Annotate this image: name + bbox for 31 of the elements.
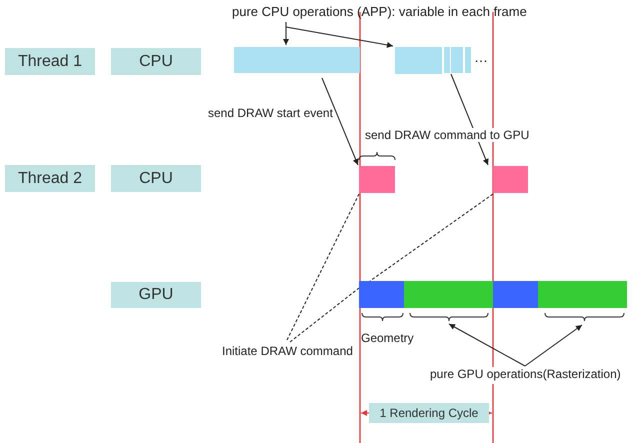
cpu-task-bar — [234, 47, 360, 73]
arrow — [524, 324, 582, 366]
annotation-text: Geometry — [361, 331, 414, 345]
annotation-text: pure GPU operations(Rasterization) — [430, 367, 621, 384]
geometry-bar — [359, 281, 404, 308]
draw-command-bar — [493, 166, 528, 193]
processor-label: CPU — [111, 48, 201, 75]
leader-line — [370, 194, 494, 282]
caption-text: pure CPU operations (APP): variable in each frame — [232, 4, 542, 22]
thread-label: Thread 2 — [5, 165, 95, 192]
arrow — [286, 26, 394, 48]
cpu-task-bar — [444, 47, 450, 73]
draw-command-bar — [359, 166, 395, 193]
leader-line — [290, 288, 360, 342]
rasterization-bar — [404, 281, 493, 308]
leader-line — [286, 194, 360, 340]
arrow — [322, 78, 358, 166]
cpu-task-bar — [451, 47, 463, 73]
rasterization-bar — [538, 281, 627, 308]
annotation-text: Initiate DRAW command — [222, 344, 357, 360]
processor-label: GPU — [111, 282, 201, 308]
processor-label: CPU — [111, 165, 201, 192]
geometry-bar — [493, 281, 538, 308]
thread-label: Thread 1 — [5, 48, 95, 75]
cpu-task-bar — [465, 47, 471, 73]
edge-label: send DRAW start event — [208, 106, 333, 120]
annotation-text: send DRAW command to GPU — [365, 128, 530, 142]
arrow — [283, 22, 289, 46]
cpu-task-bar — [395, 47, 442, 74]
arrow — [448, 324, 526, 366]
cycle-label: 1 Rendering Cycle — [369, 403, 489, 423]
